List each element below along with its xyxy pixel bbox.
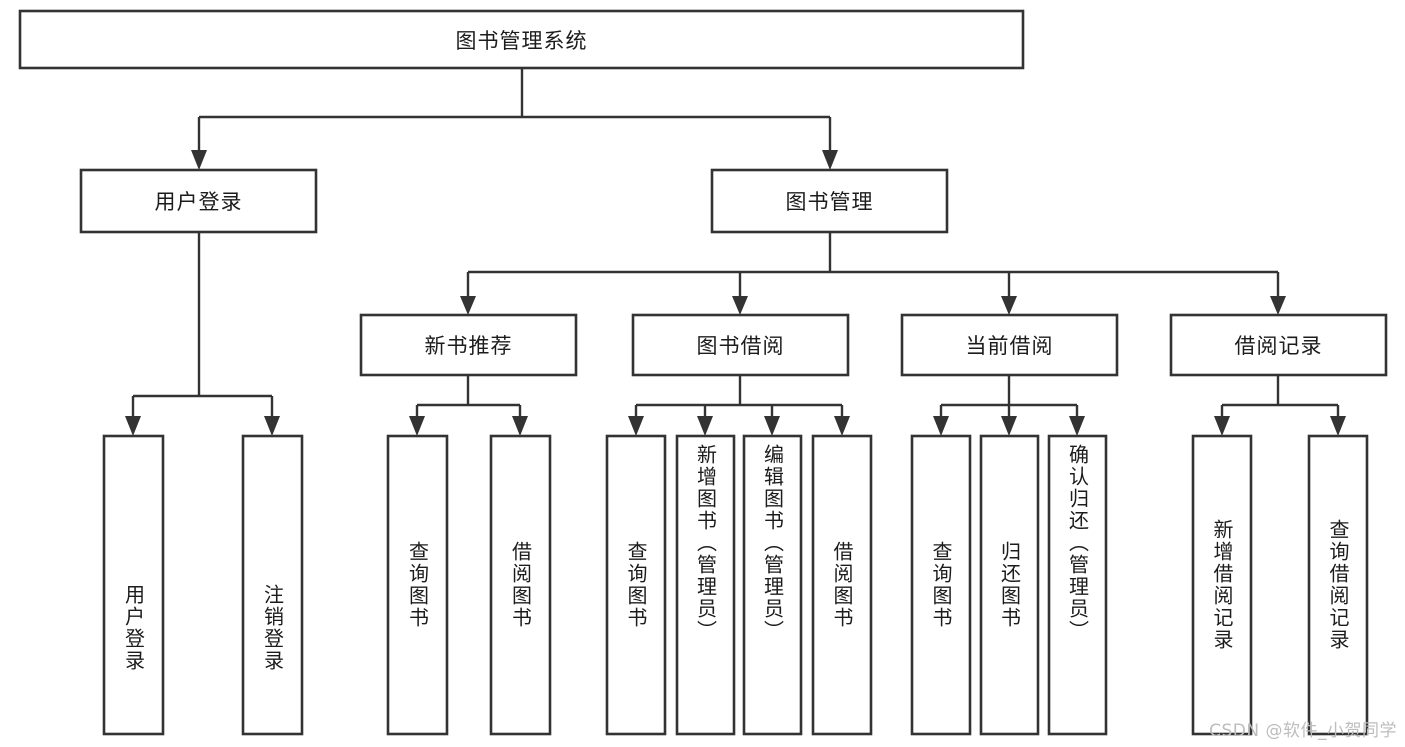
- node-box-current-borrow[interactable]: [900, 313, 1119, 377]
- csdn-watermark: CSDN @软件_小贺同学: [1209, 721, 1397, 741]
- connector-group-user-login: [125, 232, 280, 436]
- arrow-head-leaf-borrow-book: [834, 416, 850, 436]
- node-box-book-manage[interactable]: [710, 168, 949, 234]
- arrow-head-leaf-query-book-cur: [933, 416, 949, 436]
- connector-group-borrow-record: [1214, 375, 1346, 436]
- node-box-book-borrow[interactable]: [631, 313, 850, 377]
- node-box-leaf-query-book-cur[interactable]: [910, 434, 972, 736]
- connector-group-current-borrow: [933, 375, 1085, 436]
- node-box-new-book-rec[interactable]: [359, 313, 578, 377]
- node-box-leaf-query-book-rec[interactable]: [386, 434, 449, 736]
- arrow-head-leaf-add-book: [697, 416, 713, 436]
- node-box-leaf-add-record[interactable]: [1191, 434, 1253, 736]
- node-box-leaf-add-book[interactable]: [675, 434, 736, 736]
- arrow-head-new-book-rec: [460, 296, 476, 315]
- node-box-user-login[interactable]: [79, 168, 318, 234]
- arrow-head-book-manage: [822, 150, 838, 170]
- arrow-head-leaf-query-record: [1330, 416, 1346, 436]
- node-box-borrow-record[interactable]: [1169, 313, 1388, 377]
- connector-group-book-manage: [460, 232, 1286, 315]
- connector-group-book-borrow: [628, 375, 850, 436]
- arrow-head-leaf-confirm-return: [1069, 416, 1085, 436]
- node-box-leaf-query-record[interactable]: [1307, 434, 1369, 736]
- node-box-leaf-confirm-return[interactable]: [1047, 434, 1108, 736]
- arrow-head-leaf-logout: [264, 416, 280, 436]
- arrow-head-leaf-borrow-book-rec: [512, 416, 528, 436]
- arrow-head-leaf-return-book: [1001, 416, 1017, 436]
- arrow-head-leaf-user-login: [125, 416, 141, 436]
- node-box-leaf-edit-book[interactable]: [742, 434, 803, 736]
- arrow-head-book-borrow: [732, 296, 748, 315]
- arrow-head-leaf-query-book-borrow: [628, 416, 644, 436]
- node-box-root[interactable]: [18, 9, 1025, 70]
- arrow-head-leaf-query-book-rec: [409, 416, 425, 436]
- node-box-leaf-user-login[interactable]: [102, 434, 165, 736]
- connector-group-root: [191, 68, 838, 170]
- node-box-leaf-return-book[interactable]: [979, 434, 1040, 736]
- node-box-leaf-query-book-borrow[interactable]: [605, 434, 667, 736]
- arrow-head-leaf-add-record: [1214, 416, 1230, 436]
- connector-group-new-book-rec: [409, 375, 528, 436]
- node-box-leaf-borrow-book-rec[interactable]: [489, 434, 552, 736]
- node-box-leaf-logout[interactable]: [241, 434, 304, 736]
- arrow-head-borrow-record: [1270, 296, 1286, 315]
- arrow-head-leaf-edit-book: [764, 416, 780, 436]
- arrow-head-user-login: [191, 150, 207, 170]
- arrow-head-current-borrow: [1001, 296, 1017, 315]
- node-box-leaf-borrow-book[interactable]: [811, 434, 873, 736]
